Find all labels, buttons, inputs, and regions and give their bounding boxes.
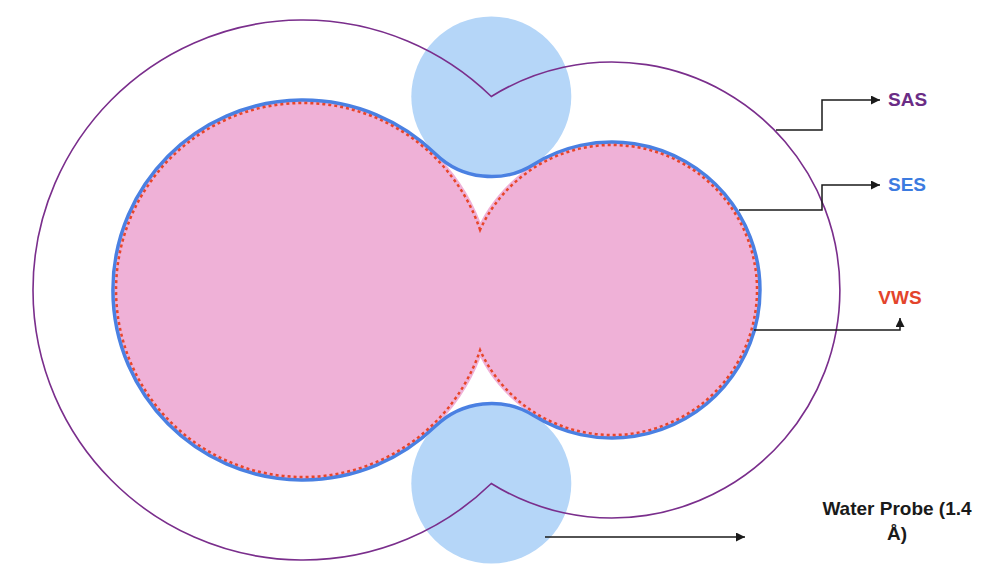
molecule-body [113,100,760,480]
leader-line [776,100,880,130]
leader-line [545,536,745,538]
vws-outline [116,103,757,477]
surface-label: VWS [878,286,921,311]
surface-label: SES [888,173,926,198]
probe-label: Water Probe (1.4 Å) [822,497,972,546]
sas-outline [33,20,840,560]
leader-line [739,185,880,210]
ses-outline [113,100,760,480]
leader-line [754,318,900,330]
surface-label: SAS [888,88,927,113]
